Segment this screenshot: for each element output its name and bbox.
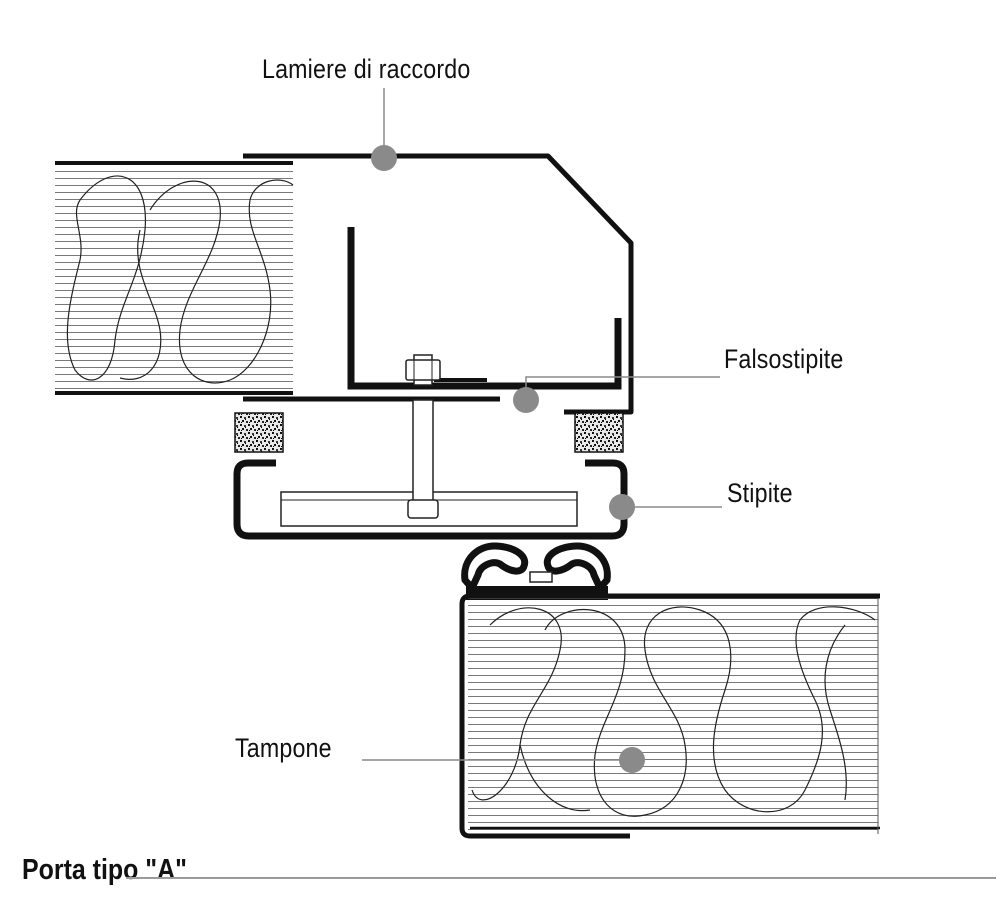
lamiere-di-raccordo-sheet bbox=[243, 153, 634, 415]
lamiere-di-raccordo-label: Lamiere di raccordo bbox=[262, 54, 471, 84]
tampone-label: Tampone bbox=[235, 733, 332, 763]
stipite-label: Stipite bbox=[727, 478, 793, 508]
tampone-marker bbox=[619, 747, 645, 773]
right-gasket bbox=[574, 412, 624, 453]
left-gasket bbox=[234, 412, 284, 453]
falsostipite-channel bbox=[347, 227, 622, 390]
door-leaf-tampone bbox=[459, 593, 880, 839]
falsostipite-marker bbox=[513, 387, 539, 413]
lamiere-marker bbox=[371, 145, 397, 171]
upper-wall-panel bbox=[55, 161, 294, 395]
figure-caption: Porta tipo "A" bbox=[22, 854, 187, 886]
bolt bbox=[405, 354, 441, 519]
stipite-marker bbox=[609, 494, 635, 520]
door-seal bbox=[461, 542, 611, 600]
falsostipite-label: Falsostipite bbox=[724, 344, 844, 374]
stipite-profile bbox=[233, 459, 628, 540]
bottom-rule bbox=[126, 877, 996, 879]
